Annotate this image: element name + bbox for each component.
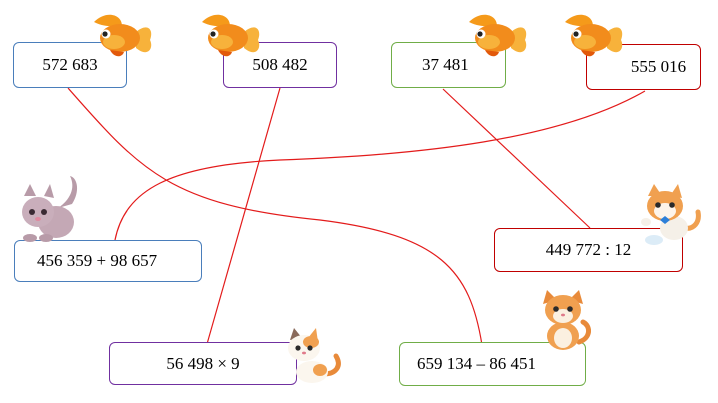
goldfish-icon — [469, 14, 527, 57]
goldfish-icon — [565, 14, 623, 57]
goldfish-icon — [202, 14, 260, 57]
connection-line-555016 — [114, 90, 646, 241]
cat-icon — [288, 328, 341, 383]
expression-label: 449 772 : 12 — [545, 240, 632, 259]
expression-box-multiplication[interactable]: 56 498 × 9 — [109, 342, 297, 385]
goldfish-icon — [94, 14, 152, 57]
number-box-508482[interactable]: 508 482 — [223, 42, 337, 88]
expression-label: 56 498 × 9 — [166, 353, 240, 373]
number-box-label: 555 016 — [630, 57, 687, 76]
number-box-572683[interactable]: 572 683 — [13, 42, 127, 88]
cat-icon — [22, 176, 78, 242]
number-box-label: 37 481 — [422, 55, 469, 74]
number-box-label: 508 482 — [252, 55, 308, 74]
connection-line-37481 — [442, 88, 591, 229]
cat-icon — [641, 184, 701, 245]
number-box-label: 572 683 — [42, 55, 98, 74]
number-box-555016[interactable]: 555 016 — [586, 44, 701, 90]
expression-label: 659 134 – 86 451 — [417, 354, 536, 373]
cat-icon — [543, 290, 591, 350]
expression-box-subtraction[interactable]: 659 134 – 86 451 — [399, 342, 586, 386]
expression-label: 456 359 + 98 657 — [37, 251, 158, 270]
expression-box-division[interactable]: 449 772 : 12 — [494, 228, 683, 272]
expression-box-addition[interactable]: 456 359 + 98 657 — [14, 240, 202, 282]
connection-line-508482 — [206, 87, 281, 345]
connection-line-572683 — [67, 87, 483, 346]
